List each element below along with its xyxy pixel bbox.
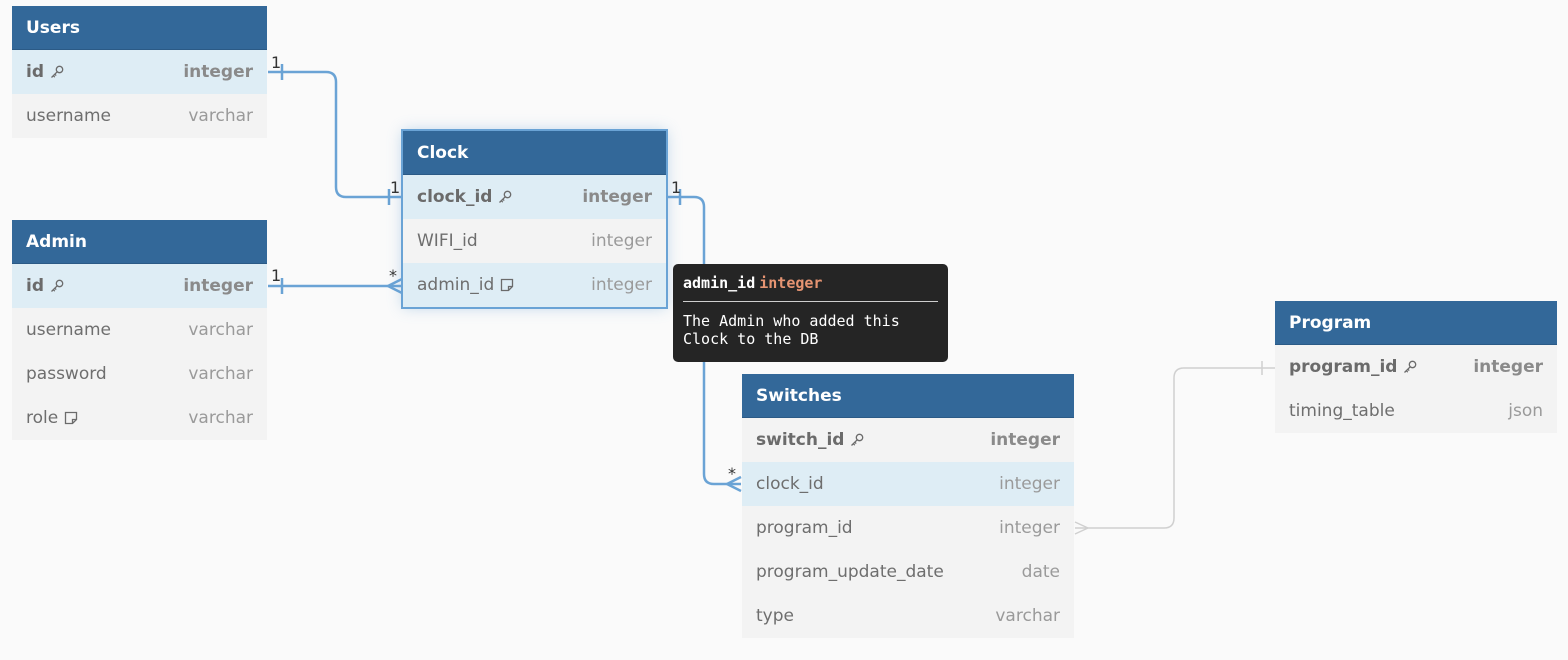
many-marker [726,475,742,493]
field-name: switch_id [756,430,845,450]
field-row[interactable]: username varchar [12,308,267,352]
field-type: integer [183,62,253,82]
field-type: integer [582,187,652,207]
field-type: integer [999,474,1060,494]
field-row[interactable]: program_id integer [742,506,1074,550]
many-marker [1074,521,1089,535]
field-type: integer [999,518,1060,538]
field-type: varchar [188,408,253,428]
field-type: integer [990,430,1060,450]
field-row[interactable]: type varchar [742,594,1074,638]
field-type: date [1021,562,1060,582]
field-name: program_update_date [756,562,944,582]
field-row[interactable]: clock_id integer [742,462,1074,506]
tooltip-field-name: admin_id [683,274,756,292]
field-row[interactable]: WIFI_id integer [403,219,666,263]
field-name: clock_id [756,474,824,494]
table-switches[interactable]: Switches switch_id integer clock_id inte… [742,374,1074,638]
field-row[interactable]: role varchar [12,396,267,440]
field-row[interactable]: program_id integer [1275,345,1557,389]
table-header[interactable]: Program [1275,301,1557,345]
field-name: program_id [756,518,853,538]
tooltip-field-type: integer [759,274,823,292]
field-row[interactable]: username varchar [12,94,267,138]
field-name: role [26,408,59,428]
note-icon[interactable] [499,277,515,293]
field-row[interactable]: id integer [12,264,267,308]
table-program[interactable]: Program program_id integer timing_table … [1275,301,1557,433]
field-name: password [26,364,107,384]
note-icon[interactable] [63,410,79,426]
key-icon [1404,360,1417,373]
cardinality-label: 1 [390,178,401,197]
field-type: integer [591,231,652,251]
field-type: varchar [188,320,253,340]
table-header[interactable]: Admin [12,220,267,264]
field-name: clock_id [417,187,493,207]
field-row[interactable]: program_update_date date [742,550,1074,594]
field-type: integer [591,275,652,295]
cardinality-label: 1 [271,53,282,72]
field-name: WIFI_id [417,231,478,251]
field-row[interactable]: password varchar [12,352,267,396]
field-row[interactable]: admin_id integer [403,263,666,307]
field-row[interactable]: timing_table json [1275,389,1557,433]
field-type: integer [183,276,253,296]
relation-users-clock[interactable] [268,64,402,205]
field-type: json [1508,401,1543,421]
many-marker [387,277,403,295]
relation-program-switches-line [1075,367,1275,529]
table-users[interactable]: Users id integer username varchar [12,6,267,138]
cardinality-label: 1 [271,266,282,285]
field-name: timing_table [1289,401,1395,421]
tooltip-note: The Admin who added this Clock to the DB [683,312,900,348]
cardinality-label: 1 [671,178,682,197]
table-header[interactable]: Users [12,6,267,50]
table-admin[interactable]: Admin id integer username varchar passwo… [12,220,267,440]
cardinality-label: * [728,464,736,483]
key-icon [51,65,64,78]
field-type: varchar [188,364,253,384]
field-type: integer [1473,357,1543,377]
table-header[interactable]: Clock [403,131,666,175]
field-name: admin_id [417,275,495,295]
field-name: program_id [1289,357,1398,377]
key-icon [851,433,864,446]
field-row[interactable]: clock_id integer [403,175,666,219]
field-type: varchar [188,106,253,126]
relation-users-clock-line [268,70,402,199]
field-name: username [26,320,111,340]
table-header[interactable]: Switches [742,374,1074,418]
field-name: type [756,606,794,626]
field-name: id [26,276,44,296]
relation-admin-clock[interactable] [268,277,403,295]
field-name: username [26,106,111,126]
field-type: varchar [995,606,1060,626]
field-row[interactable]: switch_id integer [742,418,1074,462]
key-icon [499,190,512,203]
field-row[interactable]: id integer [12,50,267,94]
tooltip-divider [683,301,938,302]
field-name: id [26,62,44,82]
cardinality-label: * [389,266,397,285]
relation-program-switches[interactable] [1074,361,1275,535]
table-clock[interactable]: Clock clock_id integer WIFI_id integer a… [401,129,668,309]
key-icon [51,279,64,292]
